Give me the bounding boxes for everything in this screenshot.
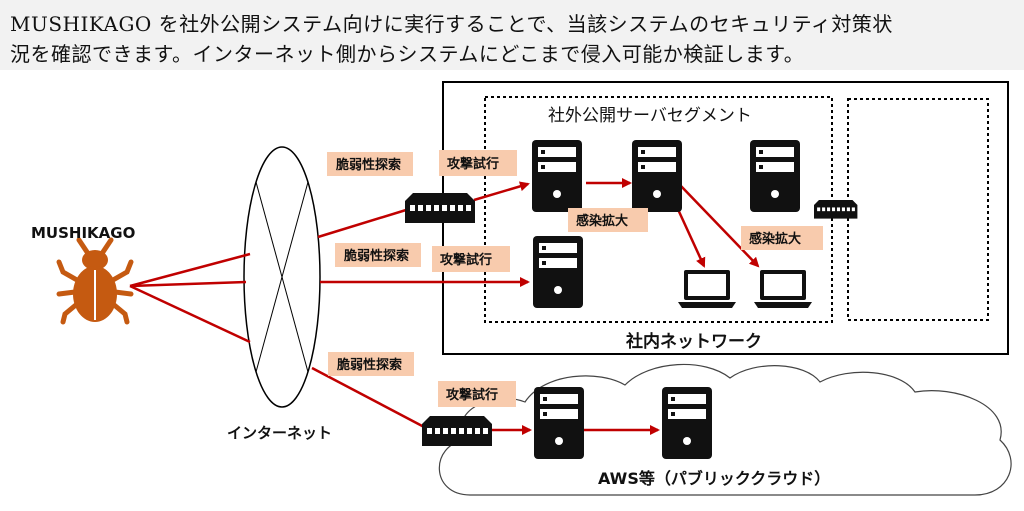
path-bug-upper [129,252,251,288]
attacker-label: MUSHIKAGO [31,224,135,242]
laptop-icon-1 [678,270,736,308]
path-inet-router1 [317,208,407,239]
tag-vuln-scan-2: 脆弱性探索 [335,243,421,267]
cloud-label: AWS等（パブリッククラウド） [598,469,830,488]
server-icon-dmz-1 [532,140,582,212]
dmz-segment-label: 社外公開サーバセグメント [548,106,752,126]
svg-text:攻撃試行: 攻撃試行 [440,252,492,268]
path-server2-laptop1 [674,204,706,268]
switch-icon-internal [814,200,858,219]
path-inet-router3 [311,366,427,430]
svg-text:脆弱性探索: 脆弱性探索 [343,248,409,264]
internal-segment-box [847,98,989,321]
path-server2-laptop2 [679,184,760,268]
server-icon-cloud-2 [662,387,712,459]
corporate-network-label: 社内ネットワーク [625,331,762,352]
svg-text:感染拡大: 感染拡大 [749,231,801,247]
server-icon-cloud-1 [534,387,584,459]
caption-line-1: MUSHIKAGO を社外公開システム向けに実行することで、当該システムのセキュ… [10,12,893,36]
path-router1-server1 [473,181,530,202]
path-bug-lower [129,284,251,344]
server-icon-dmz-2 [632,140,682,212]
svg-text:脆弱性探索: 脆弱性探索 [336,357,402,373]
svg-text:攻撃試行: 攻撃試行 [446,387,498,403]
router-icon-dmz [405,193,475,223]
tag-vuln-scan-1: 脆弱性探索 [327,152,413,176]
internet-label: インターネット [227,424,332,442]
bug-icon [56,237,134,325]
caption-box: MUSHIKAGO を社外公開システム向けに実行することで、当該システムのセキュ… [0,0,1024,70]
path-bug-middle [129,280,247,288]
tag-spread-1: 感染拡大 [568,208,648,232]
attack-paths [129,178,760,435]
laptop-icon-2 [754,270,812,308]
tag-spread-2: 感染拡大 [741,226,823,250]
dmz-segment-box [484,96,833,323]
svg-text:攻撃試行: 攻撃試行 [447,156,499,172]
router-icon-cloud [422,416,492,446]
svg-text:脆弱性探索: 脆弱性探索 [335,157,401,173]
tag-attack-3: 攻撃試行 [438,381,516,407]
tag-vuln-scan-3: 脆弱性探索 [328,352,414,376]
server-icon-dmz-3 [533,236,583,308]
internet-cross-b [255,181,309,373]
tag-attack-1: 攻撃試行 [439,150,517,176]
caption-line-2: 況を確認できます。インターネット側からシステムにどこまで侵入可能か検証します。 [10,42,805,66]
server-icon-internal [750,140,800,212]
svg-text:感染拡大: 感染拡大 [576,213,628,229]
tag-attack-2: 攻撃試行 [432,246,510,272]
